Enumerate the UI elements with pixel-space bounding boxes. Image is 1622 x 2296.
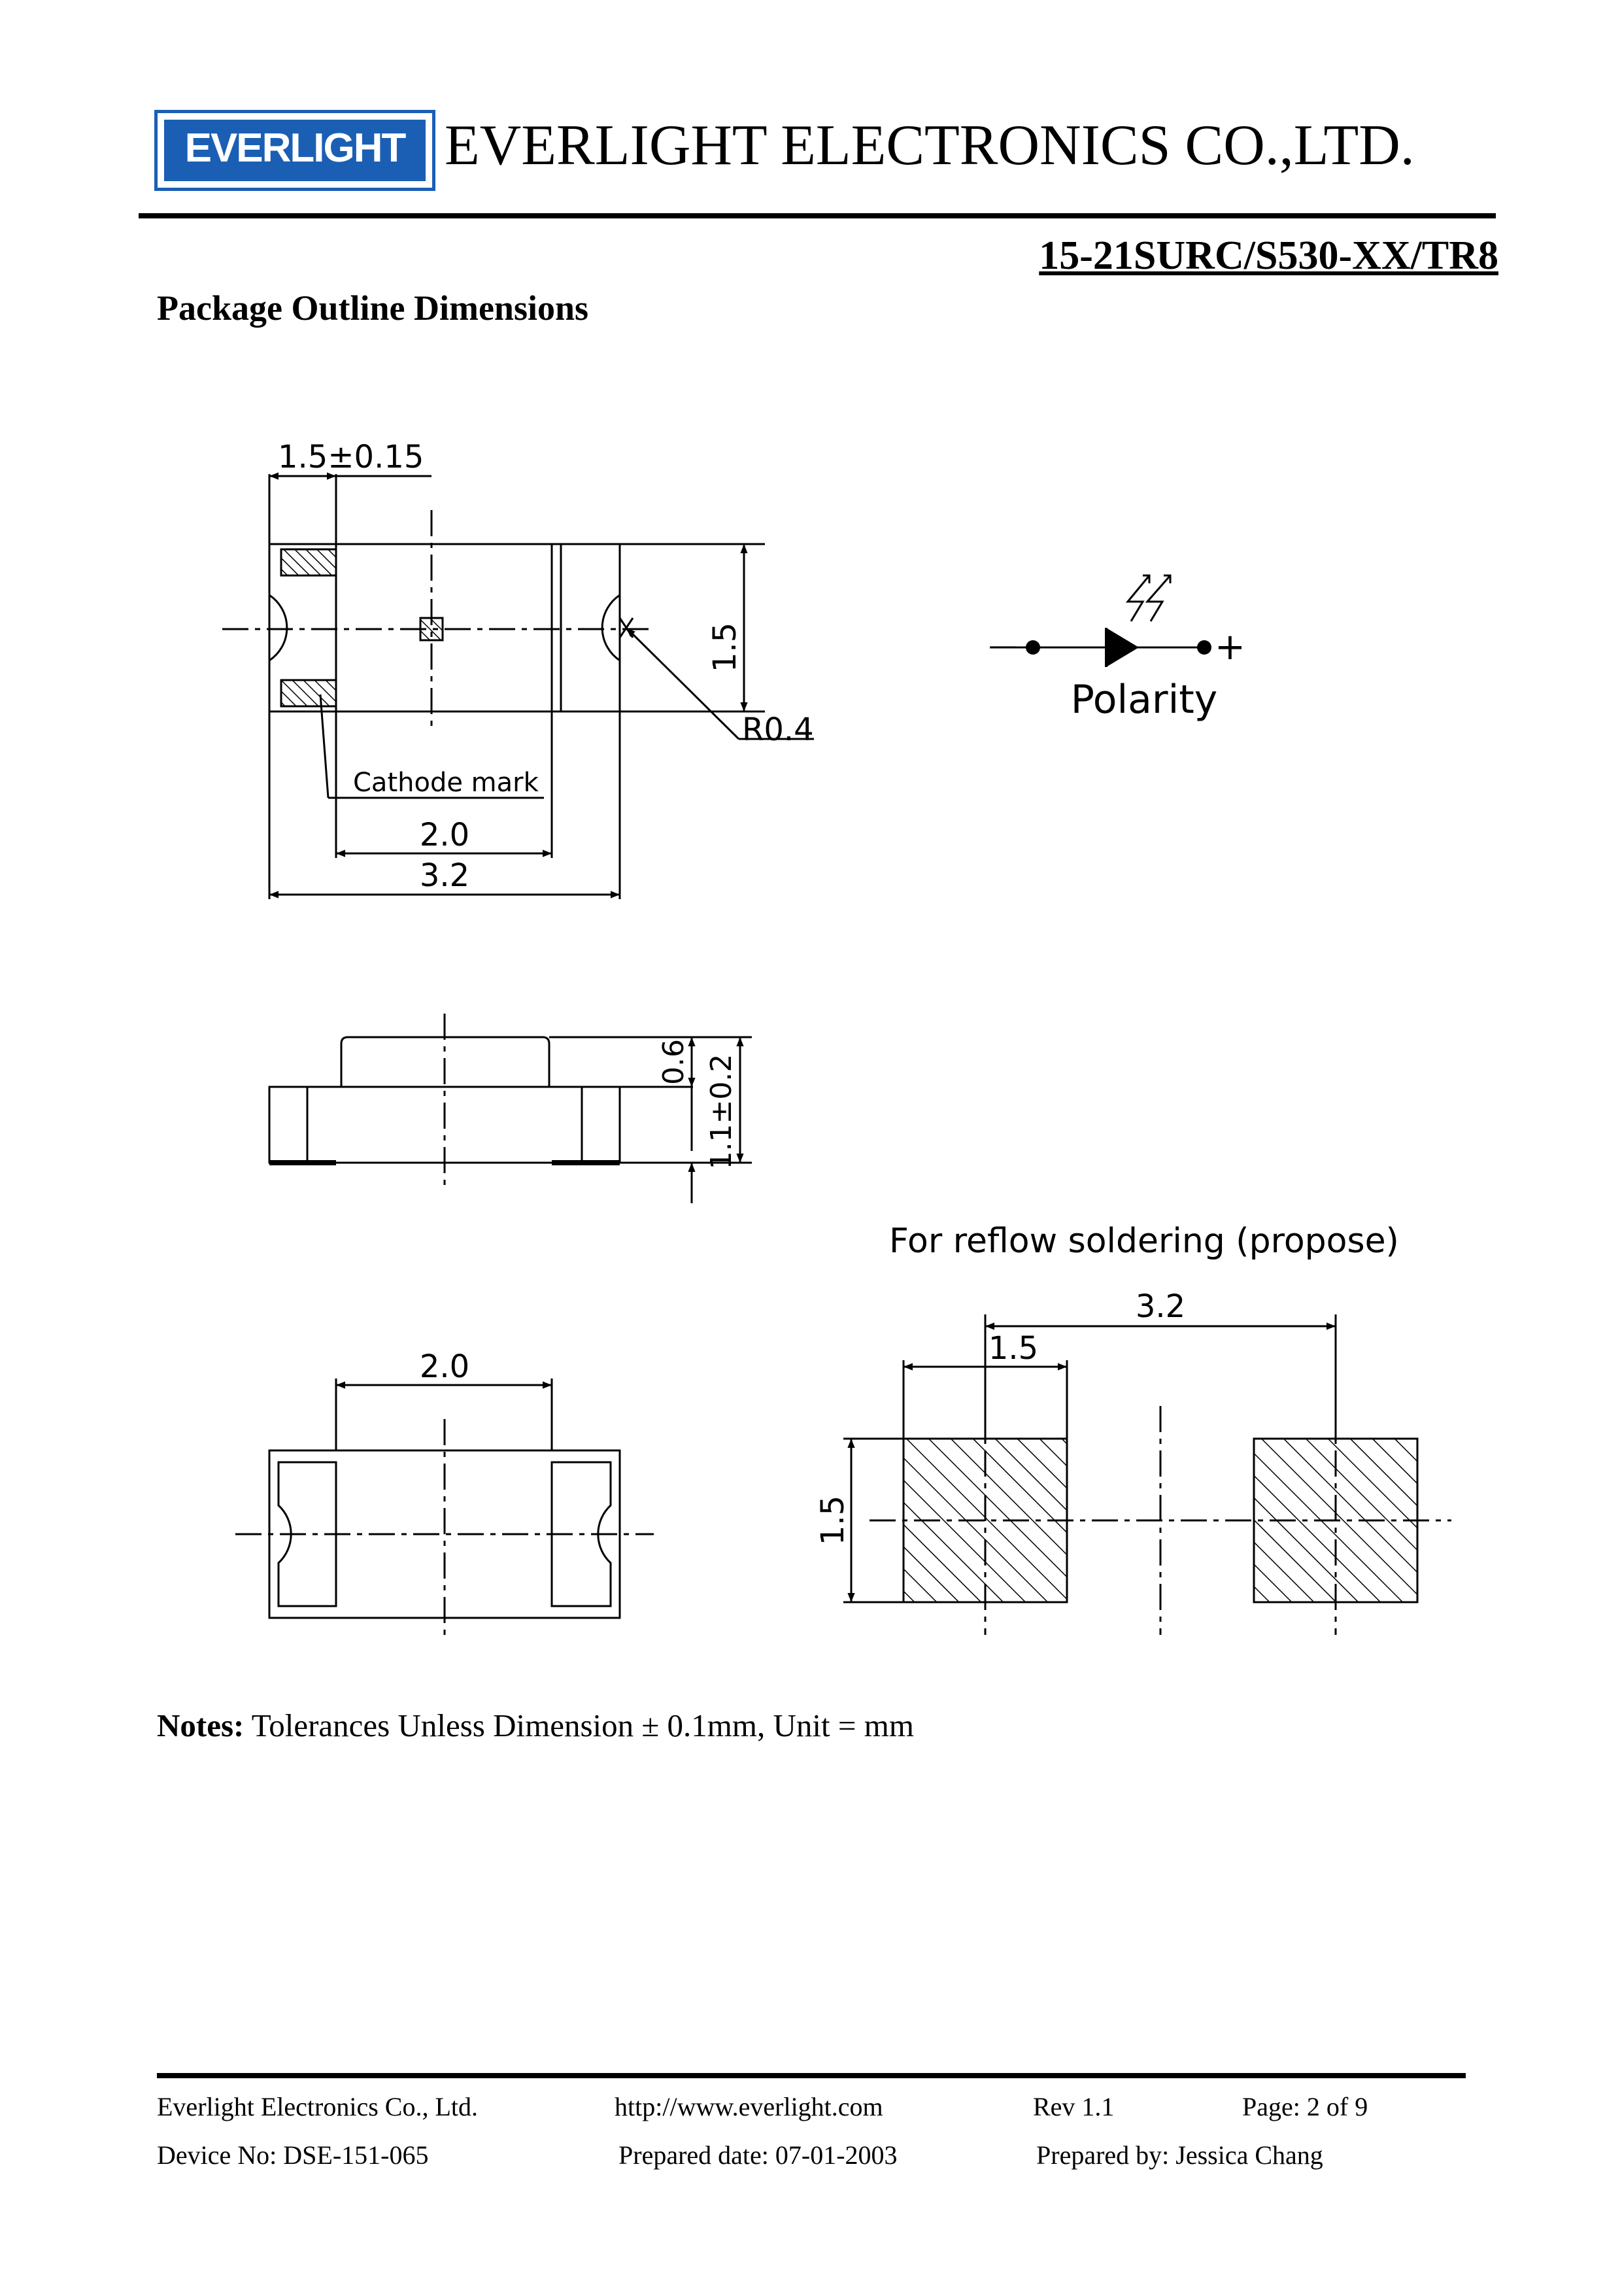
diode-triangle — [1106, 628, 1139, 667]
footer-page: Page: 2 of 9 — [1242, 2092, 1368, 2121]
top-view-body — [268, 543, 621, 713]
notes-label: Notes: — [157, 1707, 245, 1743]
reflow-pad-dim: 1.5 — [988, 1330, 1038, 1367]
dim-side-lens: 0.6 — [657, 1039, 690, 1085]
cathode-hatch-bottom — [280, 679, 337, 708]
footer-company: Everlight Electronics Co., Ltd. — [157, 2092, 478, 2121]
footer-prep-by: Prepared by: Jessica Chang — [1036, 2140, 1323, 2170]
footer-prep-date: Prepared date: 07-01-2003 — [618, 2140, 898, 2170]
footer-device: Device No: DSE-151-065 — [157, 2140, 429, 2170]
footer-rule — [157, 2073, 1466, 2078]
everlight-logo: EVERLIGHT — [154, 110, 435, 191]
emission-arrow-2 — [1145, 574, 1172, 622]
dim-inner-top: 2.0 — [420, 817, 469, 853]
dim-radius: R0.4 — [742, 711, 814, 748]
cathode-mark-label: Cathode mark — [353, 768, 539, 798]
logo-background: EVERLIGHT — [164, 120, 426, 181]
polarity-plus: + — [1215, 626, 1245, 668]
cathode-hatch-top — [280, 548, 337, 577]
footer-url[interactable]: http://www.everlight.com — [615, 2092, 883, 2121]
polarity-minus: — — [988, 629, 1017, 662]
dim-side-total: 1.1±0.2 — [705, 1054, 738, 1170]
part-number: 15-21SURC/S530-XX/TR8 — [1039, 233, 1498, 278]
dim-top-width: 1.5±0.15 — [278, 439, 424, 475]
dim-height-top: 1.5 — [707, 623, 743, 672]
footer-rev: Rev 1.1 — [1033, 2092, 1115, 2121]
emission-arrow-1 — [1125, 574, 1151, 622]
bottom-pad-left — [277, 1461, 337, 1607]
section-title: Package Outline Dimensions — [157, 288, 589, 328]
logo-text: EVERLIGHT — [184, 126, 407, 171]
notes-line: Notes: Tolerances Unless Dimension ± 0.1… — [157, 1707, 914, 1744]
reflow-total-dim: 3.2 — [1136, 1288, 1185, 1325]
bottom-pad-right — [550, 1461, 612, 1607]
left-notch — [269, 594, 288, 662]
dim-outer-top: 3.2 — [420, 857, 469, 894]
dim-bottom-inner: 2.0 — [420, 1348, 469, 1385]
header-rule — [139, 213, 1496, 218]
company-name: EVERLIGHT ELECTRONICS CO.,LTD. — [445, 114, 1415, 177]
reflow-title: For reflow soldering (propose) — [889, 1222, 1399, 1261]
reflow-height-dim: 1.5 — [815, 1496, 851, 1545]
notes-text: Tolerances Unless Dimension ± 0.1mm, Uni… — [251, 1707, 914, 1743]
polarity-label: Polarity — [1071, 677, 1218, 723]
right-notch — [601, 594, 620, 662]
